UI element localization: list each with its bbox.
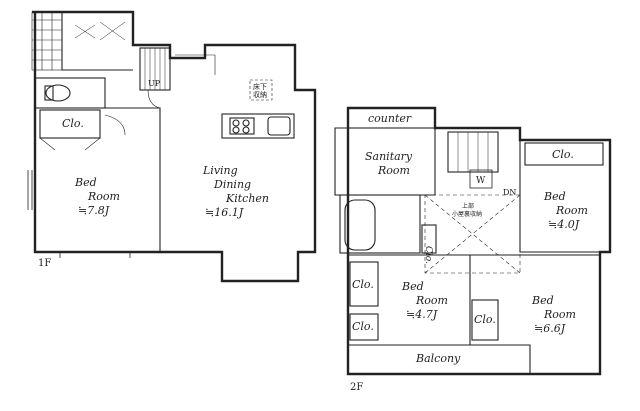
floor2-closet-b2: Clo.	[352, 320, 374, 333]
bedroom-b-line2: Room	[415, 294, 448, 307]
floor1-label: 1F	[38, 258, 51, 269]
upper-storage-label-1: 上部	[462, 202, 474, 210]
balcony-label: Balcony	[415, 352, 461, 365]
floor1-bedroom-size: ≒7.8J	[78, 204, 110, 217]
bedroom-a-size: ≒4.0J	[548, 218, 580, 231]
upper-storage-label-2: 小屋裏収納	[452, 210, 482, 218]
bedroom-c-size: ≒6.6J	[534, 322, 566, 335]
bedroom-b-line1: Bed	[401, 280, 424, 293]
floor1-up-label: UP	[148, 79, 161, 88]
floor2-walls	[334, 106, 612, 376]
floor2-closet-top: Clo.	[552, 148, 574, 161]
bedroom-c-line2: Room	[543, 308, 576, 321]
counter-label: counter	[368, 112, 412, 125]
ldk-line1: Living	[202, 164, 238, 177]
bedroom-a-line2: Room	[555, 204, 588, 217]
bedroom-a-line1: Bed	[543, 190, 566, 203]
floor2-closet-small: Clo.	[423, 246, 433, 264]
underfloor-storage-label-1: 床下	[253, 82, 267, 91]
sanitary-line1: Sanitary	[365, 150, 413, 163]
bedroom-b-size: ≒4.7J	[406, 308, 438, 321]
ldk-size: ≒16.1J	[205, 206, 244, 219]
ldk-line2: Dining	[213, 178, 251, 191]
floor2-closet-c: Clo.	[474, 313, 496, 326]
floor2-label: 2F	[350, 382, 363, 393]
underfloor-storage-label-2: 収納	[253, 90, 267, 99]
bedroom-c-line1: Bed	[531, 294, 554, 307]
ldk-line3: Kitchen	[225, 192, 269, 205]
floor1-walls	[27, 10, 317, 283]
dn-label: DN	[503, 188, 516, 197]
floor1-bedroom-line2: Room	[87, 190, 120, 203]
w-label: W	[476, 176, 486, 186]
sanitary-line2: Room	[377, 164, 410, 177]
floor2-closet-b1: Clo.	[352, 278, 374, 291]
floor1-closet-label: Clo.	[62, 117, 84, 130]
floor1-bedroom-line1: Bed	[74, 176, 97, 189]
